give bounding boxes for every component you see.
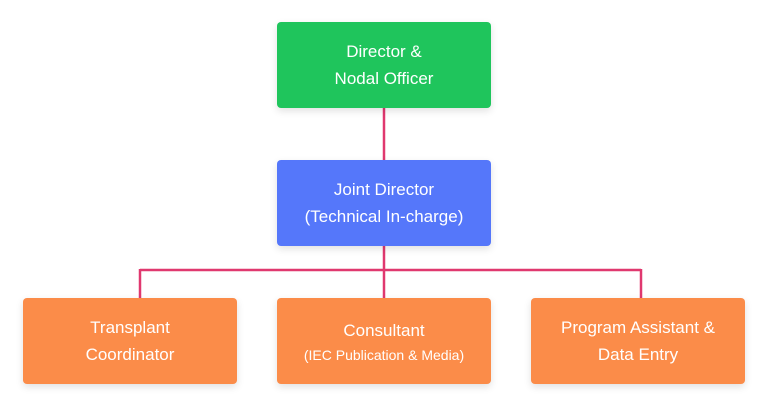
- director-title-line2: Nodal Officer: [334, 69, 434, 88]
- consultant-node: Consultant (IEC Publication & Media): [277, 298, 491, 384]
- joint-director-title-line2: (Technical In-charge): [304, 207, 464, 226]
- director-node: Director & Nodal Officer: [277, 22, 491, 108]
- transplant-coordinator-line1: Transplant: [90, 318, 170, 337]
- joint-director-title-line1: Joint Director: [333, 180, 435, 199]
- transplant-coordinator-line2: Coordinator: [85, 345, 175, 364]
- program-assistant-node: Program Assistant & Data Entry: [531, 298, 745, 384]
- program-assistant-line1: Program Assistant &: [560, 318, 715, 337]
- consultant-line2: (IEC Publication & Media): [303, 346, 465, 363]
- program-assistant-line2: Data Entry: [597, 345, 679, 364]
- director-title-line1: Director &: [346, 42, 422, 61]
- joint-director-node: Joint Director (Technical In-charge): [277, 160, 491, 246]
- consultant-line1: Consultant: [343, 320, 425, 340]
- transplant-coordinator-node: Transplant Coordinator: [23, 298, 237, 384]
